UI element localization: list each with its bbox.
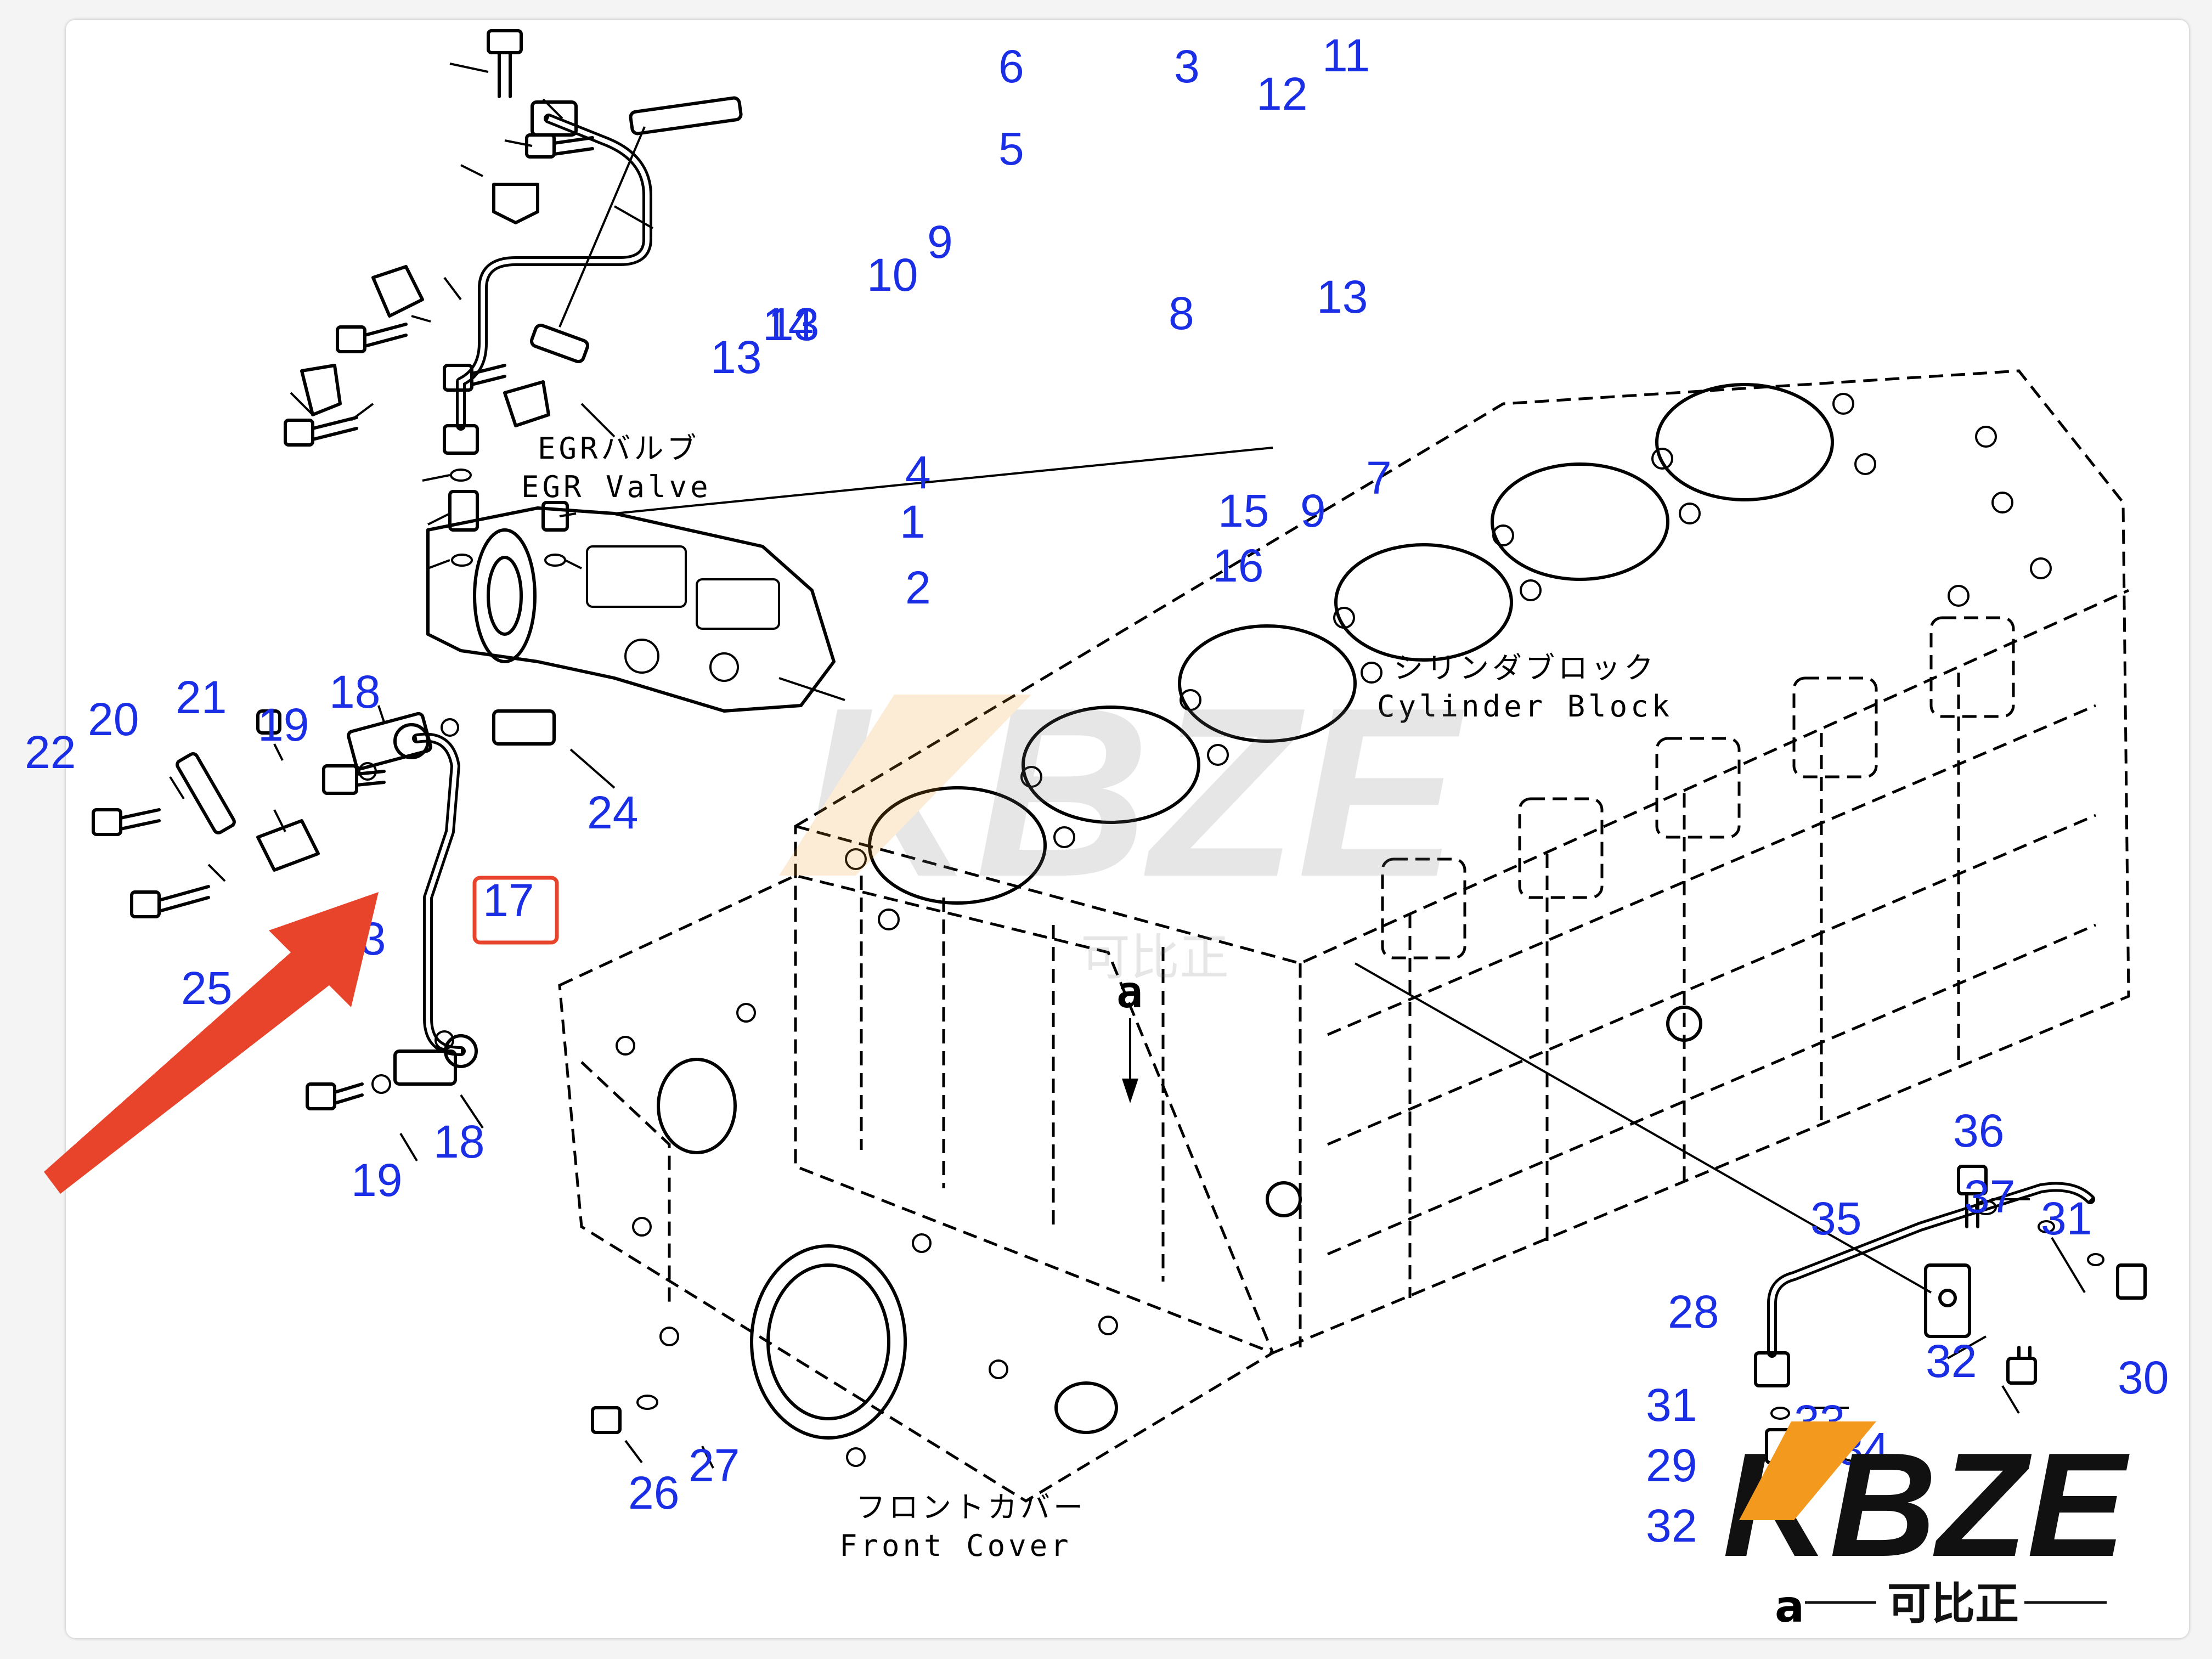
kbze-logo-detail-a: a: [1775, 1581, 1804, 1632]
callout-24: 24: [587, 787, 638, 838]
callout-21: 21: [176, 672, 227, 723]
callout-12: 12: [1256, 68, 1307, 120]
center-watermark-brand: KBZE: [801, 658, 1467, 927]
callout-37: 37: [1964, 1171, 2015, 1222]
callout-25: 25: [181, 962, 232, 1014]
egr-valve-caption-en: EGR Valve: [521, 470, 712, 504]
callout-9: 9: [927, 216, 953, 268]
callout-31: 31: [2041, 1193, 2092, 1244]
callout-18: 18: [329, 666, 380, 718]
cylinder-block-drawing: [794, 369, 2130, 1355]
small-parts: [92, 29, 2147, 1464]
callout-5: 5: [998, 123, 1024, 174]
callout-26: 26: [628, 1467, 679, 1519]
callout-14: 14: [763, 298, 814, 350]
front-cover-caption-en: Front Cover: [839, 1528, 1072, 1563]
callout-9: 9: [1300, 485, 1326, 537]
callout-32: 32: [1646, 1500, 1697, 1551]
callout-19: 19: [258, 699, 309, 751]
cylinder-block-caption-jp: シリンダブロック: [1393, 651, 1657, 685]
callout-2: 2: [905, 562, 931, 613]
callout-6: 6: [998, 41, 1024, 92]
callout-22: 22: [25, 726, 76, 778]
callout-32: 32: [1926, 1335, 1977, 1387]
callout-19: 19: [351, 1154, 402, 1206]
callout-36: 36: [1953, 1105, 2004, 1156]
callout-28: 28: [1668, 1286, 1719, 1338]
callout-29: 29: [1646, 1440, 1697, 1491]
callout-17: 17: [483, 874, 534, 926]
callout-35: 35: [1810, 1193, 1861, 1244]
callout-3: 3: [1174, 41, 1200, 92]
callout-10: 10: [867, 249, 918, 301]
kbze-logo: KBZE a 可比正: [1723, 1421, 2131, 1632]
callout-16: 16: [1212, 540, 1263, 591]
callout-13: 13: [768, 298, 819, 350]
cylinder-block-caption-en: Cylinder Block: [1377, 689, 1673, 724]
front-cover-drawing: [558, 874, 1275, 1503]
callout-4: 4: [905, 447, 931, 498]
front-cover-caption-jp: フロントカバー: [856, 1490, 1086, 1525]
callout-30: 30: [2118, 1352, 2169, 1403]
center-watermark: KBZE 可比正: [779, 658, 1467, 986]
parts-diagram: a EGRバルブ EGR Valve シリンダブロック Cylinder Blo…: [25, 29, 2169, 1632]
leader-lines: [169, 63, 2086, 1469]
callout-20: 20: [88, 693, 139, 745]
center-watermark-cn: 可比正: [1081, 929, 1229, 986]
callout-8: 8: [1169, 287, 1194, 339]
callout-13: 13: [1317, 271, 1368, 323]
tube-17-drawing: [393, 723, 478, 1068]
kbze-logo-cn: 可比正: [1887, 1578, 2019, 1629]
detail-marker-a: a: [1116, 967, 1143, 1018]
callout-13: 13: [710, 331, 761, 383]
callout-15: 15: [1218, 485, 1269, 537]
callout-31: 31: [1646, 1379, 1697, 1431]
callout-27: 27: [689, 1440, 740, 1491]
red-arrow: [44, 892, 379, 1194]
callout-18: 18: [433, 1116, 484, 1167]
tube-28-drawing: [1754, 1182, 2095, 1387]
callout-11: 11: [1322, 30, 1370, 81]
callout-1: 1: [900, 496, 926, 548]
diagram-frame: a EGRバルブ EGR Valve シリンダブロック Cylinder Blo…: [25, 20, 2189, 1638]
egr-valve-drawing: [426, 506, 845, 713]
callout-7: 7: [1366, 452, 1392, 504]
egr-valve-caption-jp: EGRバルブ: [538, 431, 700, 466]
highlight-box-17: [472, 876, 559, 945]
